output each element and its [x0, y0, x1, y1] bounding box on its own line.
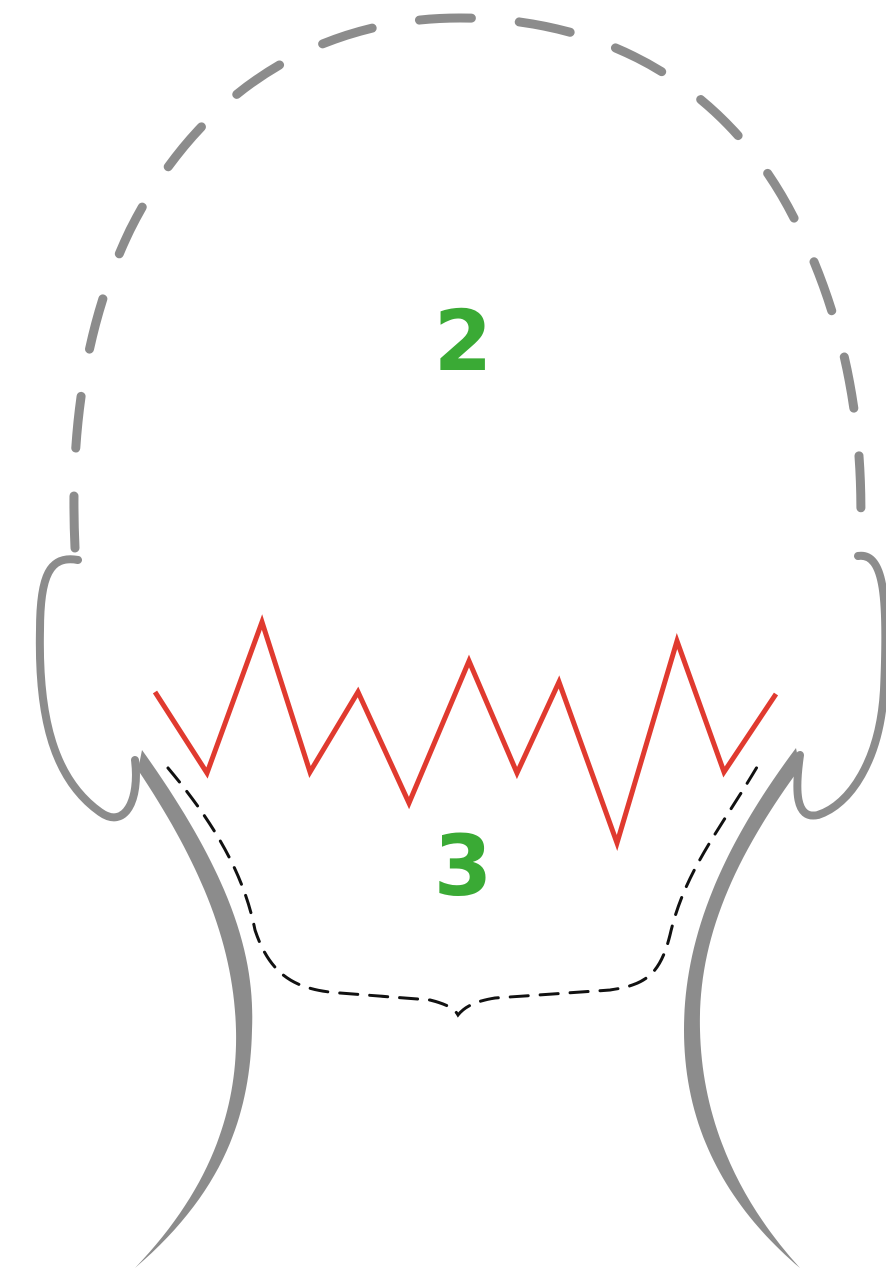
left-ear-outline	[40, 559, 136, 817]
zigzag-line	[155, 622, 776, 843]
left-neck-outline	[135, 750, 252, 1268]
zone-label-top: 2	[434, 292, 492, 390]
right-neck-outline	[684, 748, 800, 1268]
right-ear-outline	[797, 556, 885, 816]
head-outline-dashed	[74, 18, 861, 548]
zone-label-bottom: 3	[434, 817, 492, 915]
